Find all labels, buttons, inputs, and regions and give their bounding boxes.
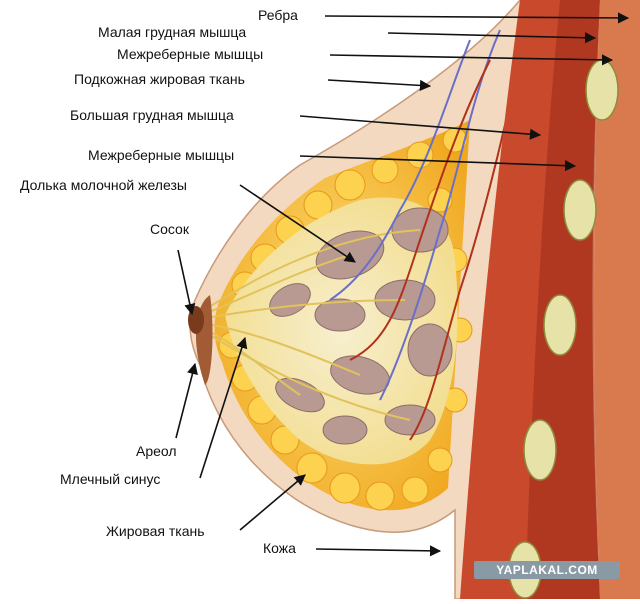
ribs: [508, 59, 619, 599]
watermark-text: YAPLAKAL.COM: [496, 563, 598, 577]
label-intercostal-muscles-1: Межреберные мышцы: [117, 46, 263, 62]
labels: Ребра Малая грудная мышца Межреберные мы…: [20, 7, 298, 556]
label-areola: Ареол: [136, 443, 177, 459]
mammary-lobules: [269, 207, 453, 445]
label-mammary-lobule: Долька молочной железы: [20, 177, 187, 193]
label-milk-sinus: Млечный синус: [60, 471, 160, 487]
label-fat-tissue: Жировая ткань: [106, 523, 205, 539]
leader-lines: [175, 12, 630, 557]
label-subcutaneous-fat: Подкожная жировая ткань: [74, 71, 245, 87]
label-intercostal-muscles-2: Межреберные мышцы: [88, 147, 234, 163]
label-skin: Кожа: [263, 540, 296, 556]
label-pectoralis-minor: Малая грудная мышца: [98, 24, 246, 40]
blood-vessels: [329, 29, 516, 441]
label-pectoralis-major: Большая грудная мышца: [70, 107, 234, 123]
watermark: YAPLAKAL.COM: [474, 561, 620, 579]
label-ribs: Ребра: [258, 7, 298, 23]
chest-wall: [594, 0, 640, 599]
label-nipple: Сосок: [150, 221, 190, 237]
